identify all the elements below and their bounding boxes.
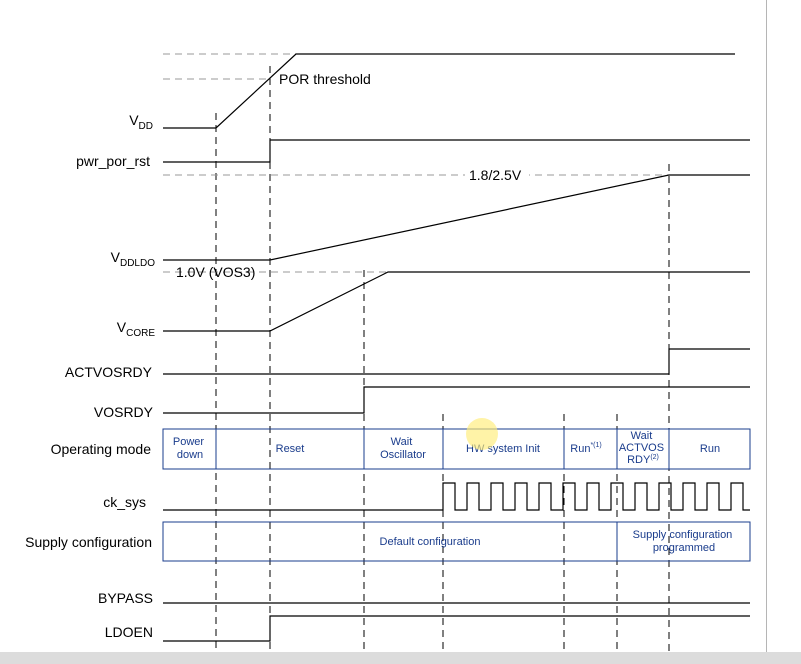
- ck-sys-signal-label: ck_sys: [103, 494, 146, 510]
- supply-configuration-box: [162, 521, 751, 562]
- vdd-signal-label: VDD: [129, 112, 153, 132]
- vddldo-waveform: [163, 174, 750, 261]
- window-bottom-scrollbar[interactable]: [0, 652, 801, 664]
- window-right-border: [766, 0, 767, 652]
- ck-sys-clock-waveform: [163, 482, 750, 511]
- mode-run: Run: [700, 443, 720, 455]
- actvosrdy-signal-label: ACTVOSRDY: [65, 364, 153, 380]
- por-threshold-label: POR threshold: [279, 71, 371, 87]
- mode-wait-oscillator: Wait Oscillator: [380, 436, 426, 461]
- mode-run-first: Run*(1): [570, 442, 601, 455]
- vcore-waveform: [163, 271, 750, 332]
- operating-mode-label: Operating mode: [51, 441, 152, 457]
- ldoen-signal-label: LDOEN: [105, 624, 153, 640]
- supply-default-configuration: Default configuration: [380, 536, 481, 548]
- supply-configuration-bar: Default configuration Supply configurati…: [162, 521, 751, 562]
- pwr-por-rst-signal-label: pwr_por_rst: [76, 153, 150, 169]
- bypass-signal-label: BYPASS: [98, 590, 153, 606]
- operating-mode-bar: Power down Reset Wait Oscillator HW syst…: [162, 428, 751, 470]
- vddldo-signal-label: VDDLDO: [111, 249, 156, 269]
- operating-mode-box: [162, 428, 751, 470]
- mode-power-down: Power down: [173, 436, 207, 461]
- vosrdy-signal-label: VOSRDY: [94, 404, 154, 420]
- vcore-level-label: 1.0V (VOS3): [176, 264, 255, 280]
- vddldo-level-label-bg: [465, 166, 529, 184]
- vcore-signal-label: VCORE: [117, 319, 156, 339]
- pwr-por-rst-waveform: [163, 139, 750, 163]
- vdd-waveform: [163, 53, 735, 129]
- vddldo-level-label: 1.8/2.5V: [469, 167, 522, 183]
- ldoen-waveform: [163, 615, 750, 642]
- supply-configuration-programmed: Supply configuration programmed: [633, 529, 736, 554]
- waveforms: [163, 53, 750, 642]
- supply-configuration-label: Supply configuration: [25, 534, 152, 550]
- mouse-cursor-highlight: [466, 418, 498, 450]
- actvosrdy-waveform: [163, 348, 750, 375]
- vosrdy-waveform: [163, 386, 750, 414]
- mode-reset: Reset: [276, 443, 305, 455]
- threshold-guides: [163, 53, 669, 273]
- mode-wait-actvosrdy: Wait ACTVOS RDY(2): [619, 430, 667, 466]
- event-marker-lines: [215, 66, 670, 652]
